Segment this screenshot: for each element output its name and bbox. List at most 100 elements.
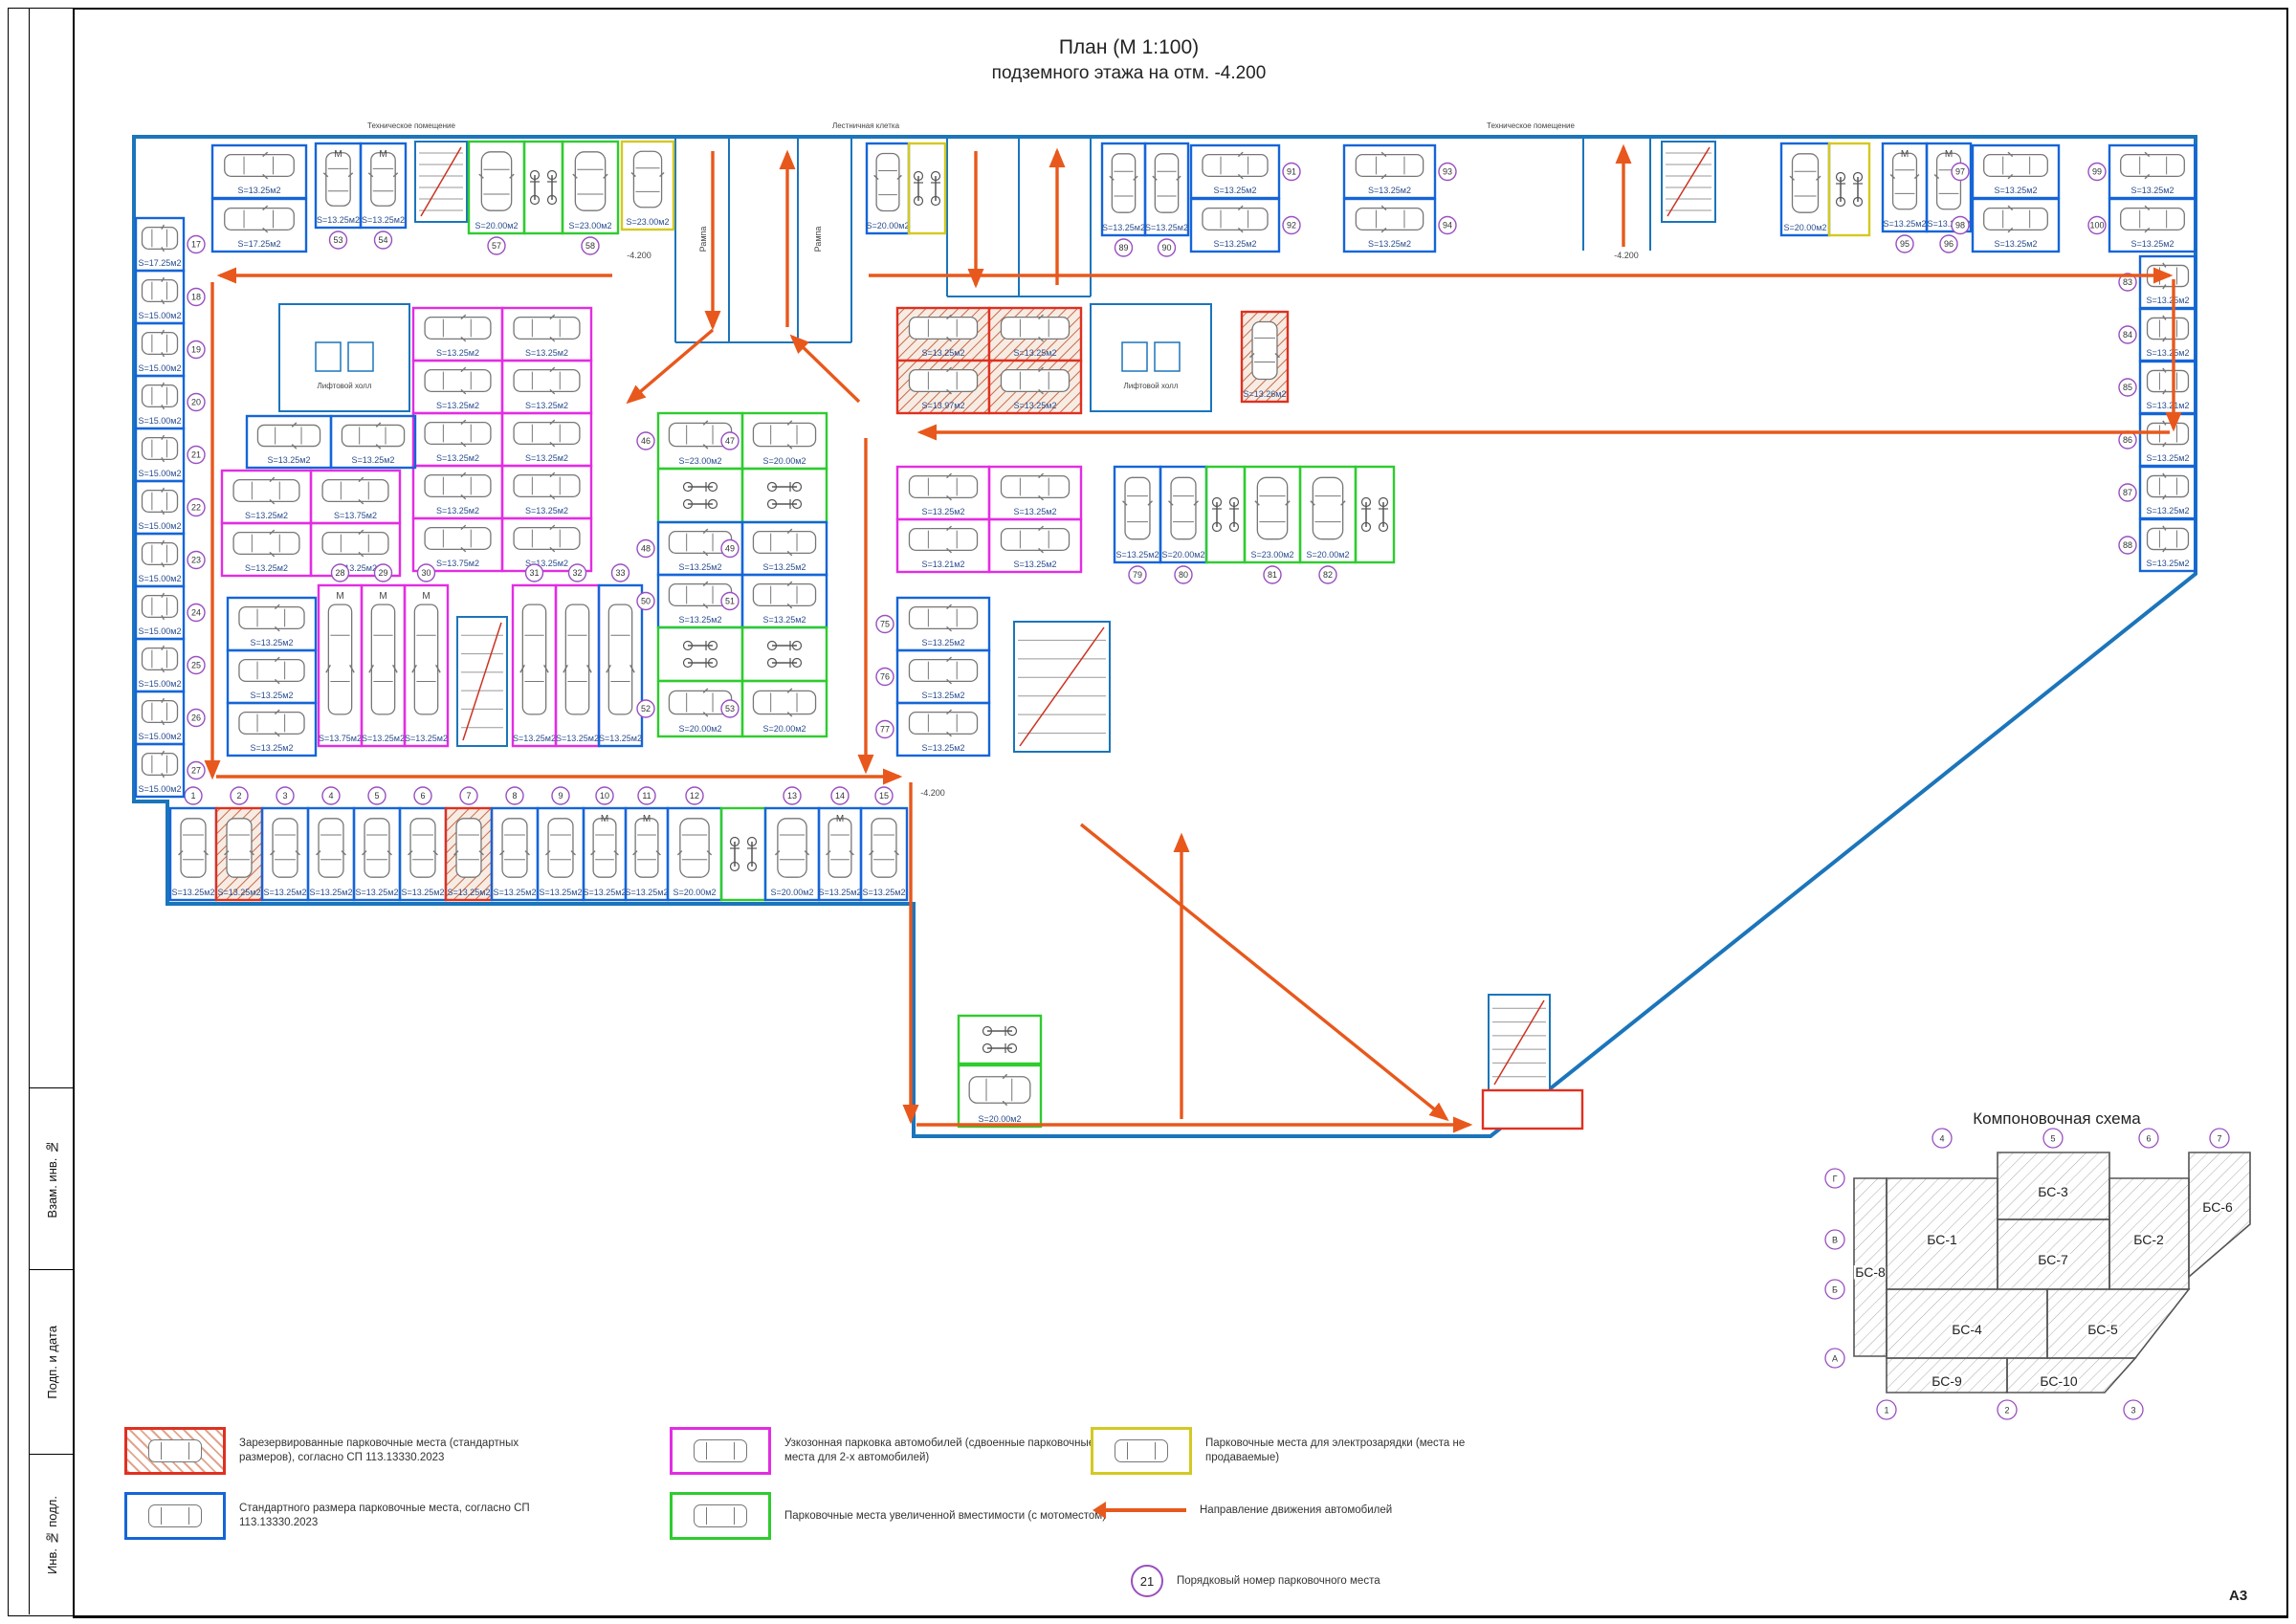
drawing-title: План (М 1:100) подземного этажа на отм. … — [804, 36, 1454, 84]
parking-stall — [987, 517, 1083, 574]
spot-number-bubble — [1318, 565, 1337, 584]
svg-text:94: 94 — [1443, 221, 1452, 230]
svg-text:S=13.25м2: S=13.25м2 — [2147, 453, 2190, 463]
stair-room — [456, 616, 508, 747]
svg-text:8: 8 — [512, 791, 517, 801]
legend-item-narrow: Узкозонная парковка автомобилей (сдвоенн… — [670, 1427, 1205, 1475]
spot-number-bubble — [636, 591, 655, 611]
car-icon — [424, 472, 492, 500]
svg-text:S=20.00м2: S=20.00м2 — [979, 1114, 1022, 1124]
svg-text:БС-5: БС-5 — [2087, 1322, 2118, 1337]
svg-text:S=20.00м2: S=20.00м2 — [1784, 223, 1827, 232]
parking-group: S=13.25м21S=13.25м22S=13.25м23S=13.25м24… — [168, 786, 909, 902]
car-icon — [316, 818, 346, 878]
legend-item-increased: Парковочные места увеличенной вместимост… — [670, 1492, 1205, 1540]
svg-text:98: 98 — [1955, 221, 1965, 230]
parking-stall — [1143, 142, 1190, 237]
spot-number-bubble — [1114, 238, 1134, 257]
car-icon — [513, 524, 581, 553]
svg-text:53: 53 — [725, 704, 735, 713]
svg-text:Лифтовой холл: Лифтовой холл — [318, 382, 372, 390]
ev-parking-swatch — [1091, 1427, 1192, 1475]
svg-text:S=13.25м2: S=13.25м2 — [2131, 239, 2175, 249]
svg-text:83: 83 — [2123, 277, 2132, 287]
spot-number-bubble — [330, 563, 350, 582]
spot-number-bubble — [685, 786, 704, 805]
svg-text:S=13.25м2: S=13.25м2 — [679, 615, 722, 625]
car-icon — [1355, 205, 1424, 233]
spot-number-bubble — [187, 340, 206, 360]
svg-text:S=13.21м2: S=13.21м2 — [922, 560, 965, 569]
spot-number-bubble — [874, 786, 894, 805]
parking-stall — [957, 1014, 1043, 1065]
svg-text:S=13.25м2: S=13.25м2 — [334, 563, 377, 573]
spot-number-bubble — [581, 236, 600, 255]
svg-text:S=13.25м2: S=13.25м2 — [525, 506, 568, 516]
car-icon — [752, 688, 817, 717]
svg-text:12: 12 — [690, 791, 699, 801]
spot-number-bubble — [567, 563, 587, 582]
parking-group: S=13.25м283S=13.25м284S=13.21м285S=13.25… — [2118, 254, 2197, 573]
svg-text:S=13.25м2: S=13.25м2 — [599, 734, 642, 743]
svg-text:1: 1 — [1884, 1406, 1888, 1416]
car-icon — [1000, 525, 1071, 554]
car-icon — [256, 422, 321, 450]
svg-text:S=13.25м2: S=13.25м2 — [218, 888, 261, 897]
svg-text:29: 29 — [378, 568, 387, 578]
car-icon — [141, 224, 179, 252]
svg-text:S=13.25м2: S=13.25м2 — [819, 888, 862, 897]
svg-text:S=13.25м2: S=13.25м2 — [172, 888, 215, 897]
svg-text:51: 51 — [725, 597, 735, 606]
car-icon — [1249, 320, 1280, 381]
car-icon — [1000, 472, 1071, 501]
car-icon — [424, 419, 492, 448]
svg-text:Лифтовой холл: Лифтовой холл — [1124, 382, 1179, 390]
car-icon — [752, 528, 817, 557]
svg-text:S=13.25м2: S=13.25м2 — [2131, 186, 2175, 195]
car-icon — [270, 818, 300, 878]
svg-text:S=13.25м2: S=13.25м2 — [1368, 239, 1411, 249]
car-icon — [141, 645, 179, 673]
svg-text:БС-6: БС-6 — [2202, 1199, 2233, 1215]
spot-number-bubble — [524, 563, 544, 582]
svg-text:S=13.25м2: S=13.25м2 — [922, 691, 965, 700]
spot-number-bubble — [505, 786, 524, 805]
axis-bubble — [2138, 1128, 2159, 1149]
motorcycle-icon — [529, 169, 558, 206]
parking-stall — [403, 583, 450, 748]
svg-text:М: М — [336, 591, 343, 602]
spot-number-bubble — [2118, 378, 2137, 397]
parking-stall — [620, 140, 675, 231]
parking-group: S=20.00м2 — [1779, 142, 1871, 237]
stamp-column: Взам. инв. № Подп. и дата Инв. № подл. — [29, 8, 75, 1614]
spot-number-bubble — [416, 563, 436, 582]
parking-stall — [309, 521, 402, 578]
car-icon — [519, 604, 549, 715]
svg-text:S=13.75м2: S=13.75м2 — [436, 559, 479, 568]
sheet-main-frame — [73, 8, 2288, 1618]
stamp-label: Взам. инв. № — [44, 1140, 59, 1218]
axis-bubble — [2209, 1128, 2230, 1149]
svg-text:86: 86 — [2123, 435, 2132, 445]
svg-text:БС-10: БС-10 — [2040, 1373, 2078, 1389]
traffic-direction-arrow — [626, 328, 715, 405]
car-icon — [630, 150, 665, 208]
svg-text:S=13.25м2: S=13.25м2 — [1928, 219, 1971, 229]
legend-text: Порядковый номер парковочного места — [1177, 1574, 1380, 1587]
axis-bubble — [1824, 1348, 1845, 1369]
svg-text:33: 33 — [615, 568, 625, 578]
svg-text:S=13.25м2: S=13.25м2 — [2147, 348, 2190, 358]
svg-text:S=13.75м2: S=13.75м2 — [319, 734, 362, 743]
svg-text:S=13.25м2: S=13.25м2 — [1014, 507, 1057, 516]
car-icon — [632, 818, 661, 878]
svg-text:S=13.25м2: S=13.25м2 — [763, 562, 806, 572]
svg-text:79: 79 — [1133, 570, 1142, 580]
svg-text:49: 49 — [725, 544, 735, 554]
car-icon — [1152, 153, 1181, 213]
service-box — [1481, 1088, 1584, 1130]
